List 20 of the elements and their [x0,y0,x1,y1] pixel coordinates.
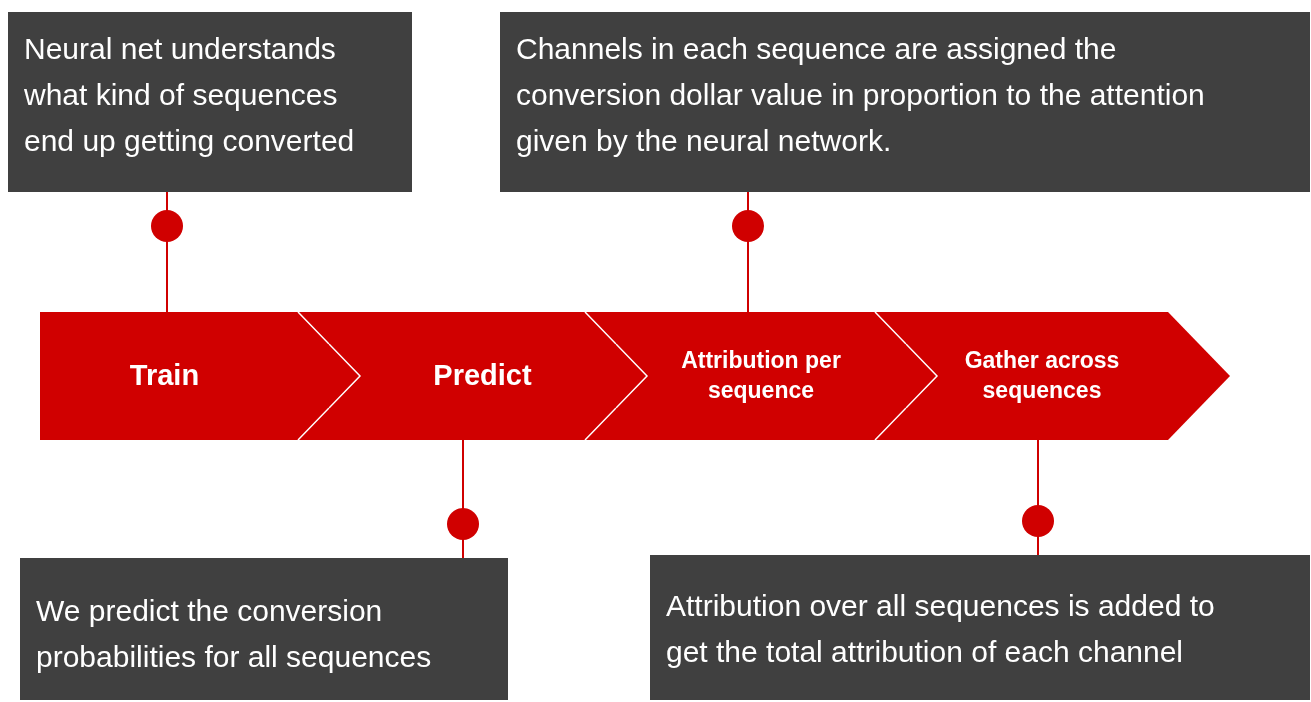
callout-box [20,558,508,700]
step-label: Attribution per sequence [680,346,842,405]
callout-text: Attribution over all sequences is added to get the total attribution of each channel [666,588,1216,670]
callout-box [8,12,412,192]
callout-text: We predict the conversion probabilities for all sequences [36,593,433,675]
leader-line [732,191,764,313]
leader-line [151,191,183,313]
process-step [40,312,329,440]
process-step [616,312,906,440]
leader-line [1022,439,1054,556]
step-label: Train [129,358,200,394]
callout-text: Neural net understands what kind of sequences end up getting converted [24,31,356,159]
leader-line [447,439,479,559]
process-step [329,312,616,440]
callout-box [500,12,1310,192]
process-step [906,312,1230,440]
callout-box [650,555,1310,700]
step-label: Gather across sequences [963,346,1121,405]
step-label: Predict [433,358,532,394]
callout-text: Channels in each sequence are assigned the conversion dollar value in proportion to the attention given by the neural network. [516,31,1206,159]
